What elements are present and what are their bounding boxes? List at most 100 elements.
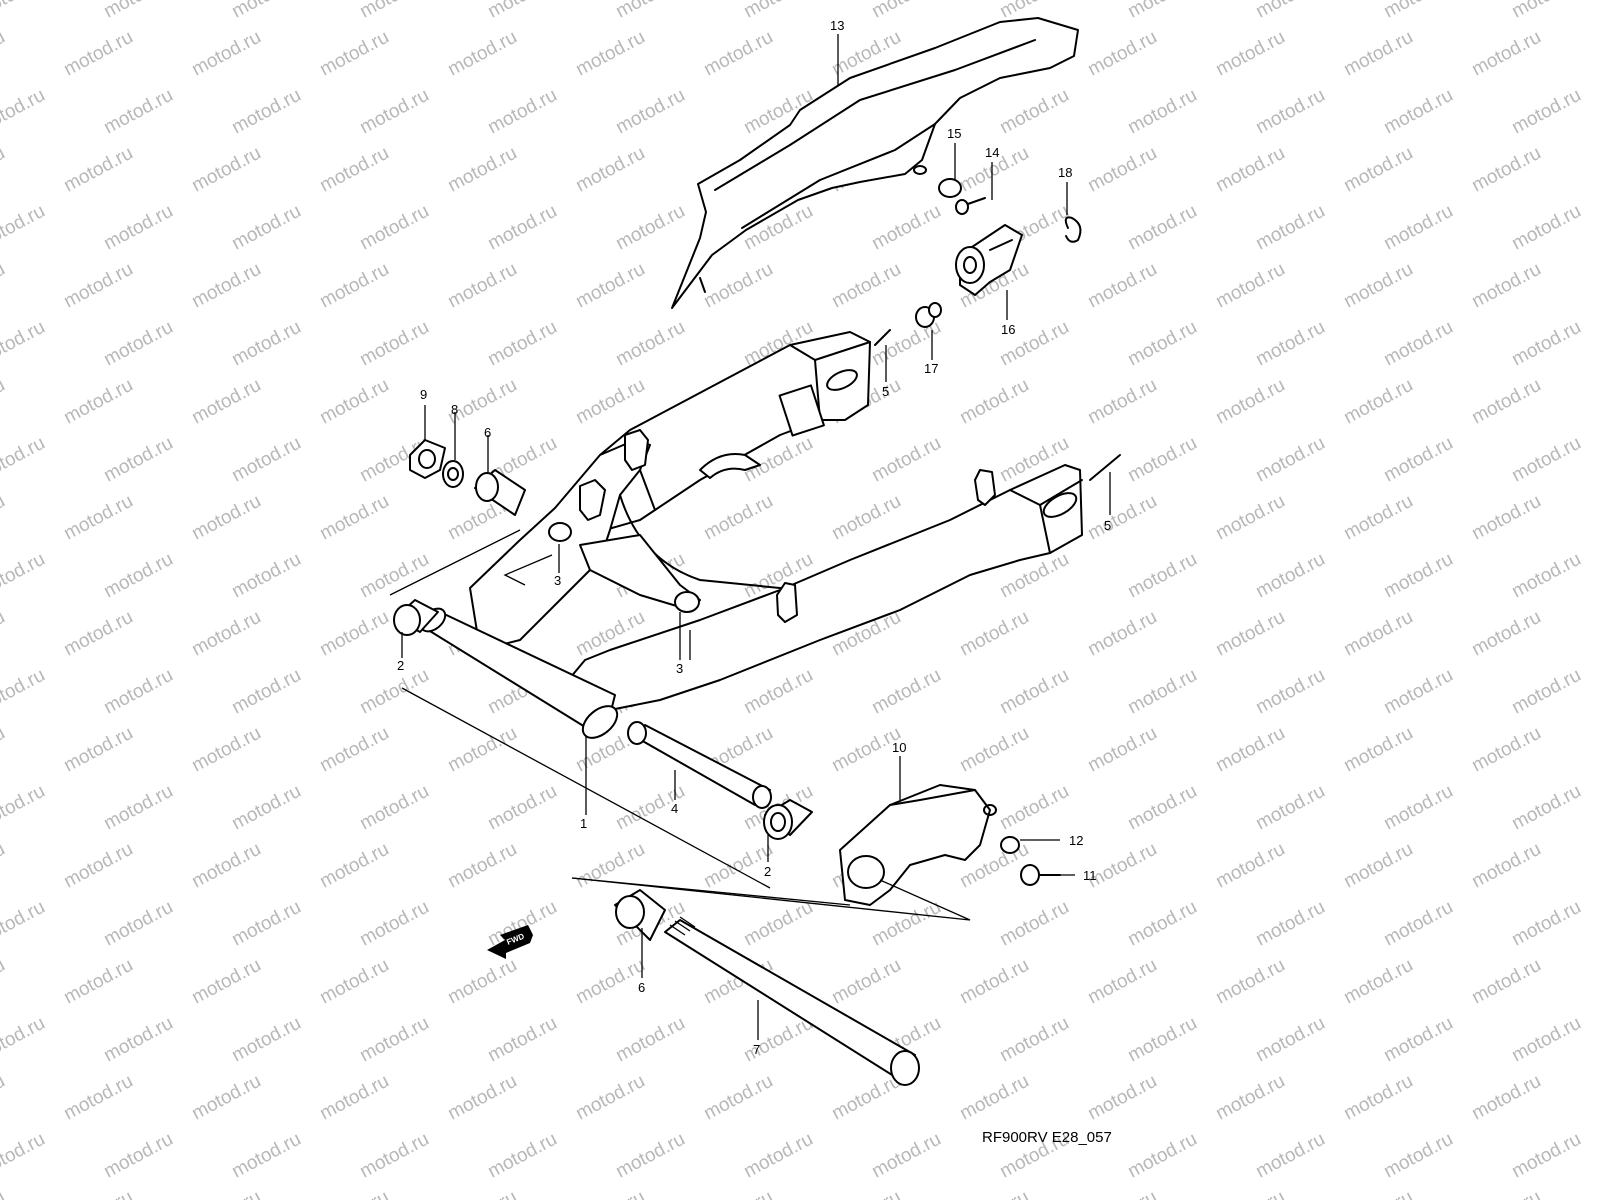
watermark-text: motod.ru <box>1380 317 1456 371</box>
watermark-text: motod.ru <box>1596 607 1600 661</box>
watermark-text: motod.ru <box>1340 491 1416 545</box>
watermark-text: motod.ru <box>868 1129 944 1183</box>
watermark-text: motod.ru <box>828 491 904 545</box>
watermark-text: motod.ru <box>0 607 9 661</box>
watermark-text: motod.ru <box>1124 317 1200 371</box>
watermark-text: motod.ru <box>100 549 176 603</box>
watermark-text: motod.ru <box>1084 1187 1160 1200</box>
watermark-text: motod.ru <box>1212 375 1288 429</box>
watermark-text: motod.ru <box>1212 1187 1288 1200</box>
watermark-text: motod.ru <box>1596 375 1600 429</box>
watermark-text: motod.ru <box>1340 955 1416 1009</box>
watermark-text: motod.ru <box>1508 317 1584 371</box>
watermark-text: motod.ru <box>1084 607 1160 661</box>
label-13: 13 <box>830 18 844 33</box>
watermark-text: motod.ru <box>1468 1071 1544 1125</box>
diagram-code: RF900RV E28_057 <box>982 1129 1112 1146</box>
watermark-text: motod.ru <box>1212 143 1288 197</box>
watermark-text: motod.ru <box>1252 1129 1328 1183</box>
watermark-text: motod.ru <box>100 433 176 487</box>
watermark-text: motod.ru <box>356 549 432 603</box>
watermark-text: motod.ru <box>316 723 392 777</box>
watermark-text: motod.ru <box>1596 723 1600 777</box>
watermark-text: motod.ru <box>1596 955 1600 1009</box>
watermark-text: motod.ru <box>1124 85 1200 139</box>
watermark-text: motod.ru <box>740 897 816 951</box>
watermark-text: motod.ru <box>444 955 520 1009</box>
chain-adjuster-bolt-upper <box>874 329 891 346</box>
watermark-text: motod.ru <box>612 85 688 139</box>
label-6-upper: 6 <box>484 425 491 440</box>
watermark-text: motod.ru <box>100 665 176 719</box>
watermark-text: motod.ru <box>1124 433 1200 487</box>
watermark-text: motod.ru <box>1380 0 1456 22</box>
watermark-text: motod.ru <box>956 1071 1032 1125</box>
watermark-text: motod.ru <box>996 665 1072 719</box>
watermark-text: motod.ru <box>1468 491 1544 545</box>
watermark-text: motod.ru <box>188 143 264 197</box>
watermark-text: motod.ru <box>1596 839 1600 893</box>
label-5-upper: 5 <box>882 384 889 399</box>
watermark-text: motod.ru <box>1124 549 1200 603</box>
watermark-text: motod.ru <box>868 433 944 487</box>
watermark-text: motod.ru <box>1468 375 1544 429</box>
watermark-text: motod.ru <box>100 201 176 255</box>
watermark-text: motod.ru <box>996 897 1072 951</box>
watermark-text: motod.ru <box>612 317 688 371</box>
watermark-text: motod.ru <box>868 897 944 951</box>
watermark-text: motod.ru <box>100 317 176 371</box>
watermark-text: motod.ru <box>1468 1187 1544 1200</box>
watermark-text: motod.ru <box>1596 143 1600 197</box>
watermark-text: motod.ru <box>316 1071 392 1125</box>
watermark-text: motod.ru <box>700 491 776 545</box>
watermark-text: motod.ru <box>316 491 392 545</box>
watermark-text: motod.ru <box>572 259 648 313</box>
watermark-text: motod.ru <box>1212 955 1288 1009</box>
watermark-text: motod.ru <box>316 955 392 1009</box>
watermark-text: motod.ru <box>1508 781 1584 835</box>
watermark-text: motod.ru <box>612 0 688 22</box>
watermark-text: motod.ru <box>1340 839 1416 893</box>
watermark-text: motod.ru <box>1252 1013 1328 1067</box>
watermark-text: motod.ru <box>356 1129 432 1183</box>
watermark-text: motod.ru <box>228 317 304 371</box>
watermark-text: motod.ru <box>356 85 432 139</box>
watermark-text: motod.ru <box>356 201 432 255</box>
watermark-text: motod.ru <box>956 955 1032 1009</box>
watermark-text: motod.ru <box>996 1013 1072 1067</box>
watermark-text: motod.ru <box>612 201 688 255</box>
watermark-text: motod.ru <box>0 839 9 893</box>
watermark-text: motod.ru <box>1252 549 1328 603</box>
watermark-text: motod.ru <box>1508 85 1584 139</box>
adjuster-nut <box>915 302 942 328</box>
watermark-text: motod.ru <box>1084 259 1160 313</box>
label-5-lower: 5 <box>1104 518 1111 533</box>
watermark-text: motod.ru <box>1380 85 1456 139</box>
watermark-text: motod.ru <box>1340 1187 1416 1200</box>
watermark-text: motod.ru <box>1124 665 1200 719</box>
watermark-text: motod.ru <box>484 781 560 835</box>
label-3-upper: 3 <box>554 573 561 588</box>
watermark-text: motod.ru <box>444 27 520 81</box>
watermark-text: motod.ru <box>1084 375 1160 429</box>
watermark-text: motod.ru <box>1084 491 1160 545</box>
label-9: 9 <box>420 387 427 402</box>
label-6-lower: 6 <box>638 980 645 995</box>
pivot-collar-upper <box>474 469 526 516</box>
watermark-text: motod.ru <box>1508 665 1584 719</box>
watermark-text: motod.ru <box>188 607 264 661</box>
watermark-text: motod.ru <box>1508 201 1584 255</box>
watermark-text: motod.ru <box>1380 433 1456 487</box>
leader-lines <box>401 34 1111 1040</box>
watermark-text: motod.ru <box>100 85 176 139</box>
bushing-lower <box>674 591 700 613</box>
watermark-text: motod.ru <box>0 549 49 603</box>
watermark-text: motod.ru <box>1340 607 1416 661</box>
watermark-text: motod.ru <box>1084 27 1160 81</box>
label-1: 1 <box>580 816 587 831</box>
label-15: 15 <box>947 126 961 141</box>
watermark-text: motod.ru <box>356 317 432 371</box>
watermark-text: motod.ru <box>1124 201 1200 255</box>
watermark-text: motod.ru <box>60 259 136 313</box>
label-11: 11 <box>1083 868 1097 883</box>
